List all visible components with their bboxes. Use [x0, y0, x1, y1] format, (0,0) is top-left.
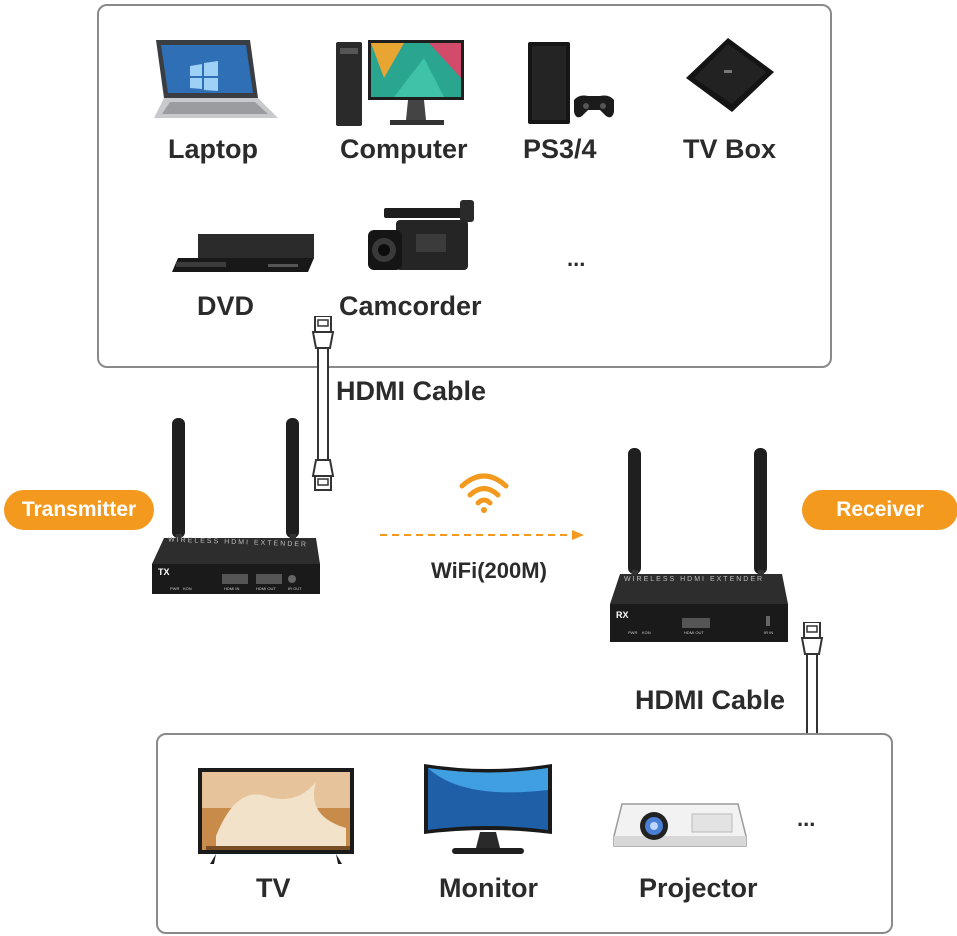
hdmi-cable-bottom-label: HDMI Cable: [635, 685, 786, 716]
source-label-ps34: PS3/4: [523, 134, 597, 164]
transmitter-port-pwr: PWR: [170, 586, 180, 591]
transmitter-device: [150, 414, 326, 598]
hdmi-cable-top: [308, 316, 338, 492]
wifi-icon: [458, 470, 510, 514]
more-displays-ellipsis: ...: [797, 806, 816, 831]
receiver-port-kon: KON: [642, 630, 651, 635]
transmitter-port-kon: KON: [183, 586, 192, 591]
game-console-icon: [524, 40, 616, 128]
more-sources-ellipsis: ...: [567, 246, 586, 271]
monitor-icon: [422, 760, 554, 860]
source-label-laptop: Laptop: [168, 134, 258, 164]
transmitter-tag: TX: [158, 567, 170, 577]
source-label-camcorder: Camcorder: [339, 291, 482, 321]
receiver-device: [606, 444, 796, 644]
display-label-tv: TV: [256, 873, 291, 903]
display-label-projector: Projector: [639, 873, 758, 903]
laptop-icon: [150, 36, 280, 122]
transmitter-port-ir-out: IR OUT: [288, 586, 302, 591]
camcorder-icon: [366, 200, 478, 280]
display-label-monitor: Monitor: [439, 873, 538, 903]
hdmi-cable-top-label: HDMI Cable: [336, 376, 487, 406]
receiver-port-pwr: PWR: [628, 630, 638, 635]
receiver-port-hdmi-out: HDMI OUT: [684, 630, 704, 635]
computer-icon: [334, 38, 466, 130]
receiver-title-print: WIRELESS HDMI EXTENDER: [624, 576, 765, 583]
source-label-computer: Computer: [340, 134, 468, 164]
transmitter-port-hdmi-in: HDMI IN: [224, 586, 240, 591]
projector-icon: [612, 796, 748, 856]
wifi-link-label: WiFi(200M): [431, 558, 547, 583]
source-label-dvd: DVD: [197, 291, 255, 321]
source-label-tv-box: TV Box: [683, 134, 777, 164]
transmitter-badge: Transmitter: [4, 490, 154, 530]
tv-icon: [196, 766, 358, 868]
receiver-badge: Receiver: [802, 490, 957, 530]
wifi-link-arrow: [378, 528, 588, 542]
receiver-tag: RX: [616, 610, 629, 620]
dvd-player-icon: [168, 228, 318, 278]
tv-box-icon: [682, 36, 778, 116]
receiver-port-ir-in: IR IN: [764, 630, 774, 635]
transmitter-port-hdmi-out: HDMI OUT: [256, 586, 276, 591]
